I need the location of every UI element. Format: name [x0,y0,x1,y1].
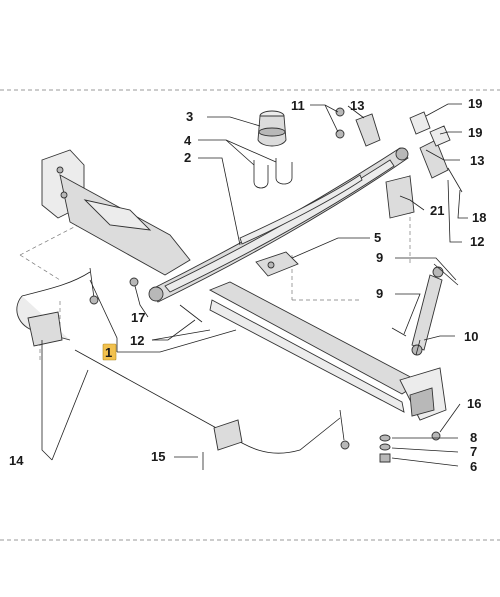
callout-4: 4 [184,133,192,148]
axle-beam [208,281,447,421]
callout-2: 2 [184,150,191,165]
bump-stop [257,110,287,147]
callout-12b: 12 [470,234,484,249]
callout-21: 21 [430,203,444,218]
callout-1: 1 [105,345,112,360]
callout-3: 3 [186,109,193,124]
u-bolts [253,158,293,189]
callout-13a: 13 [350,98,364,113]
callout-labels: 1 2 3 4 5 6 7 8 9 9 10 11 12 12 13 13 14… [9,96,486,474]
callout-5: 5 [374,230,381,245]
highlight-badge [102,343,117,361]
callout-19b: 19 [468,125,482,140]
callout-6: 6 [470,459,477,474]
callout-11: 11 [291,98,305,113]
callout-10: 10 [464,329,478,344]
shock-absorber [411,266,444,356]
callout-14: 14 [9,453,24,468]
anti-roll-bar [16,267,350,454]
leader-lines [41,103,468,467]
callout-16: 16 [467,396,481,411]
callout-9b: 9 [376,286,383,301]
small-parts [129,107,463,470]
nut-11a [335,107,345,117]
callout-18: 18 [472,210,486,225]
callout-12a: 12 [130,333,144,348]
callout-19a: 19 [468,96,482,111]
callout-15: 15 [151,449,165,464]
callout-13b: 13 [470,153,484,168]
callout-7: 7 [470,444,477,459]
leaf-spring [148,147,409,303]
callout-8: 8 [470,430,477,445]
spring-plate [255,251,299,277]
frame-rail-left [41,149,191,276]
callout-9a: 9 [376,250,383,265]
callout-17: 17 [131,310,145,325]
